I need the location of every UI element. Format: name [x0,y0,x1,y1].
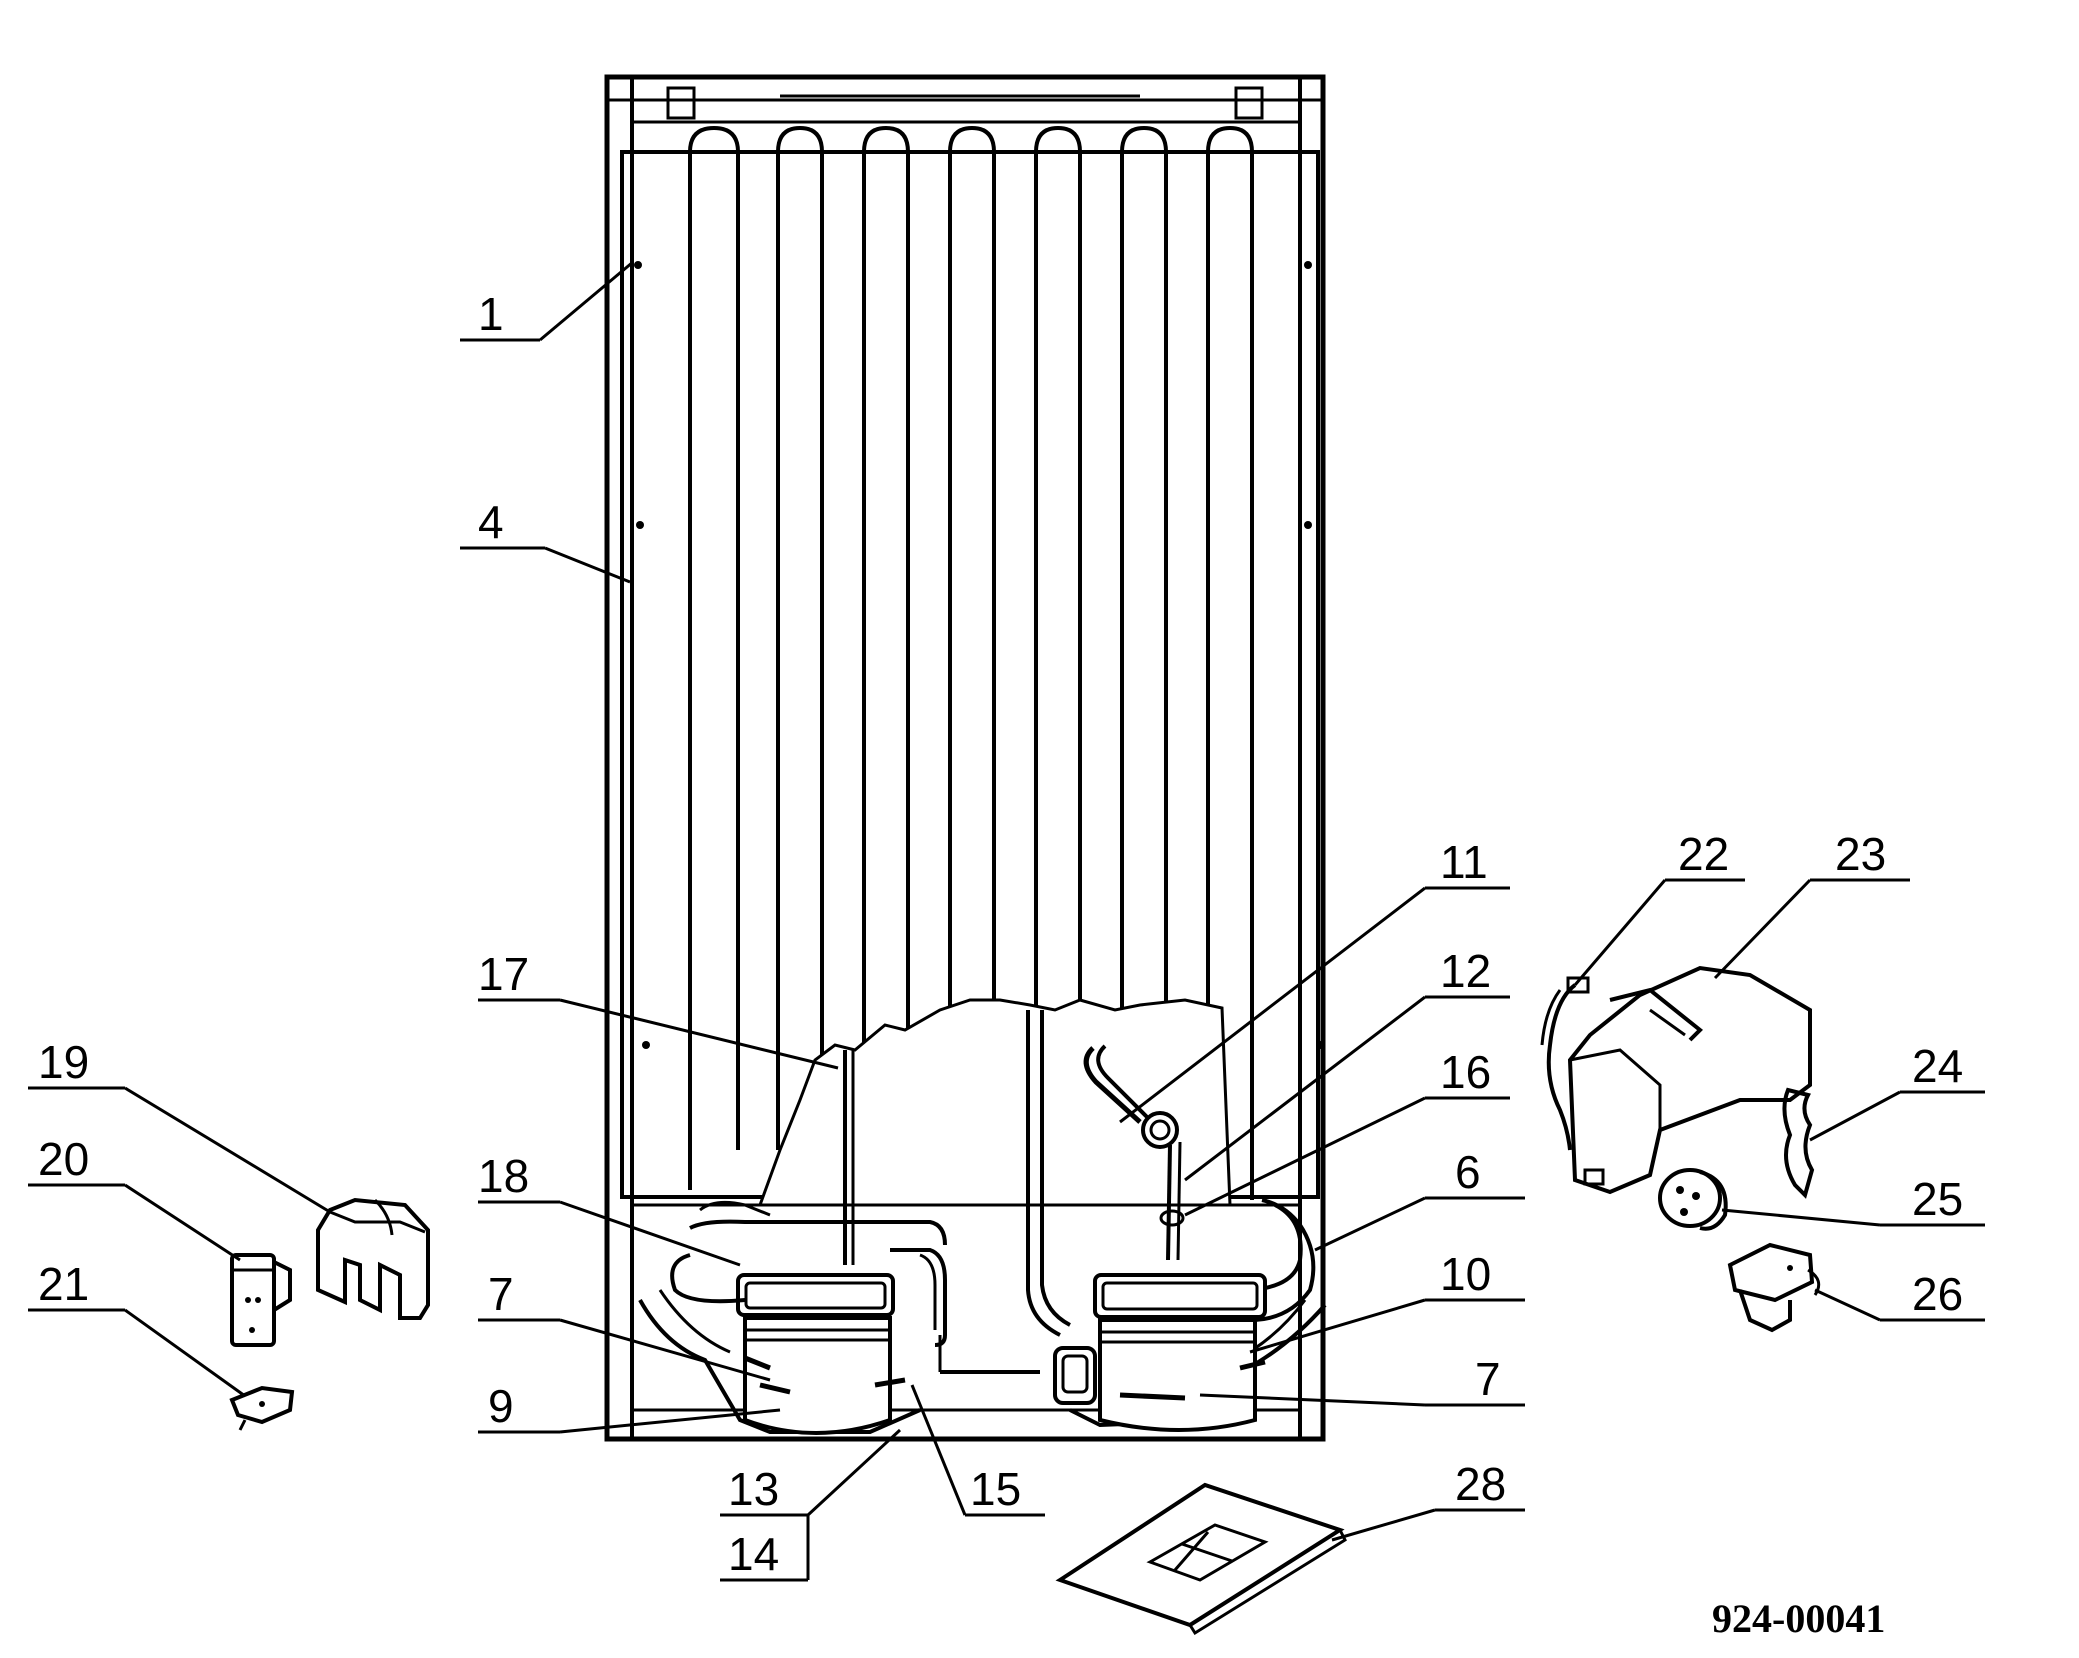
callout-25: 25 [1912,1173,1963,1225]
callout-16: 16 [1440,1046,1491,1098]
callout-9: 9 [488,1380,514,1432]
relay-housing-19 [316,1197,430,1320]
callout-13: 13 [728,1463,779,1515]
left-compressor [638,1200,1040,1435]
drawing-code: 924-00041 [1712,1596,1885,1641]
relay-20 [230,1253,292,1347]
right-compressor [1053,1198,1327,1432]
thermostat-housing-23 [1567,965,1812,1195]
callout-26: 26 [1912,1268,1963,1320]
callout-18: 18 [478,1150,529,1202]
callout-28: 28 [1455,1458,1506,1510]
callout-4: 4 [478,496,504,548]
condenser-coil [620,125,1324,1200]
callout-6: 6 [1455,1146,1481,1198]
callout-labels: 1 4 17 19 20 21 18 7 9 13 14 15 11 12 16… [38,288,1963,1580]
cabinet-back-panel [604,74,1326,1442]
callout-21: 21 [38,1258,89,1310]
callout-14: 14 [728,1528,779,1580]
manual-booklet-28 [1055,1482,1347,1636]
knob-25 [1658,1168,1728,1231]
lamp-holder-26 [1727,1242,1821,1333]
callout-12: 12 [1440,945,1491,997]
callout-24: 24 [1912,1040,1963,1092]
spring-clip-24 [1782,1087,1815,1199]
clip-21 [229,1385,295,1431]
cutaway-section [757,998,1232,1337]
callout-17: 17 [478,948,529,1000]
callout-20: 20 [38,1133,89,1185]
callout-19: 19 [38,1036,89,1088]
callout-1: 1 [478,288,504,340]
callout-11: 11 [1440,836,1488,888]
callout-22: 22 [1678,828,1729,880]
capillary-tube-22 [1540,976,1590,1151]
callout-7-right: 7 [1475,1353,1501,1405]
callout-23: 23 [1835,828,1886,880]
leader-lines [28,260,1985,1582]
callout-15: 15 [970,1463,1021,1515]
callout-7-left: 7 [488,1268,514,1320]
callout-10: 10 [1440,1248,1491,1300]
